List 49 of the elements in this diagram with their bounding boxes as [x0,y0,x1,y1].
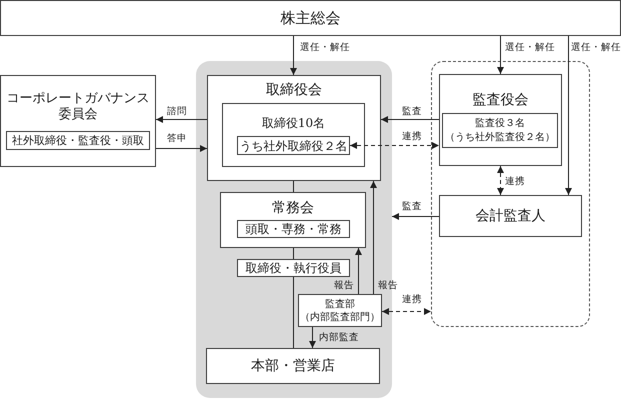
edge-label: 報告 [378,280,398,292]
arrow [355,248,362,294]
edge-label: 監査 [402,106,422,118]
edge-label: 連携 [402,131,422,143]
member-box: 監査役３名（うち社外監査役２名） [442,113,558,148]
arrow [156,145,208,152]
edge-label: 選任・解任 [571,42,621,54]
edge-label: 選任・解任 [505,42,555,54]
arrow [392,213,440,220]
heading: 監査役会 [472,92,528,108]
heading: 取締役10名 [262,116,326,130]
dashed-arrow [497,166,504,196]
org-box [439,74,562,166]
dashed-arrow [382,308,432,315]
connector-line [293,248,294,260]
dashed-arrow [350,142,440,149]
arrow [156,116,208,123]
member-box [222,103,365,167]
edge-label: 選任・解任 [300,42,350,54]
arrow [380,116,440,123]
org-box: 本部・営業店 [206,348,380,384]
arrow [370,180,377,294]
connector-line [293,276,294,348]
heading: 常務会 [272,200,314,216]
member-box: 取締役・執行役員 [237,259,350,277]
edge-label: 監査 [402,201,422,213]
arrow [290,36,297,76]
edge-label: 答申 [167,133,187,145]
edge-label: 内部監査 [319,332,359,344]
org-box [0,75,156,167]
dashed-frame [431,61,590,327]
edge-label: 連携 [505,176,525,188]
arrow [497,36,504,74]
heading: 取締役会 [266,82,322,98]
edge-label: 連携 [402,294,422,306]
member-box: うち社外取締役２名 [237,136,350,155]
edge-label: 諮問 [167,106,187,118]
org-box: 会計監査人 [439,195,582,237]
org-box: 株主総会 [0,0,621,36]
org-box [220,192,366,248]
edge-label: 報告 [334,280,354,292]
arrow [309,326,316,348]
org-box [207,75,381,181]
member-box: 社外取締役・監査役・頭取 [6,131,150,150]
heading: コーポレートガバナンス委員会 [6,91,150,123]
arrow [565,36,572,196]
org-box: 監査部（内部監査部門） [298,294,382,327]
connector-line [293,180,294,192]
member-box: 頭取・専務・常務 [237,220,350,238]
